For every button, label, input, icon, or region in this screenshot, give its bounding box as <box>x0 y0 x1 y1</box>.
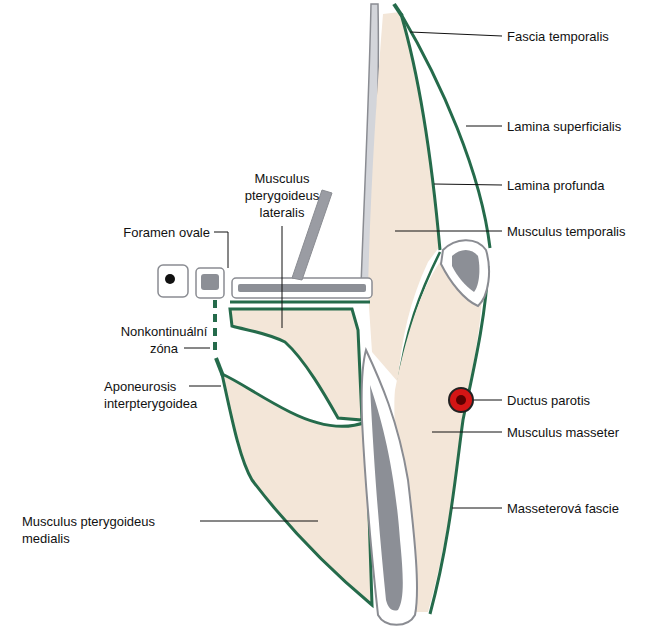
leader-line <box>214 232 228 268</box>
leader-lines <box>184 32 502 521</box>
parotid-duct <box>449 388 473 412</box>
skull-base <box>232 278 372 298</box>
zygomatic-core <box>452 250 479 292</box>
part-label: Musculus pterygoideus medialis <box>22 513 194 547</box>
leader-line <box>474 400 502 401</box>
zygomatic-arch <box>441 240 489 306</box>
skull-base-core <box>238 284 366 292</box>
bone-piece-core <box>201 274 219 290</box>
parotid-duct-lumen <box>456 395 466 405</box>
medial-pterygoid-muscle <box>222 374 372 605</box>
part-label: Aponeurosis interpterygoidea <box>104 378 216 412</box>
leader-line <box>466 126 502 127</box>
foramen-dot <box>165 274 175 284</box>
part-label: Ductus parotis <box>507 392 657 409</box>
part-label: Lamina profunda <box>507 177 657 194</box>
part-label: Foramen ovale <box>100 224 210 241</box>
mandible-core <box>370 385 403 611</box>
leader-line <box>410 32 502 36</box>
bone-piece <box>196 268 224 298</box>
leader-line <box>452 508 502 509</box>
part-label: Musculus pterygoideus lateralis <box>232 170 332 221</box>
part-label: Nonkontinuální zóna <box>112 323 216 357</box>
part-label: Masseterová fascie <box>507 500 657 517</box>
masseter-fascia-line <box>430 266 488 614</box>
pterygoid-plate <box>292 190 332 280</box>
mandible-ramus <box>362 350 417 625</box>
part-label: Fascia temporalis <box>507 28 657 45</box>
part-label: Lamina superficialis <box>507 118 657 135</box>
part-label: Musculus temporalis <box>507 223 657 240</box>
part-label: Musculus masseter <box>507 424 657 441</box>
leader-line <box>432 432 502 433</box>
leader-line <box>395 231 502 232</box>
lamina-superficialis-line <box>401 14 490 248</box>
aponeurosis-dashed <box>213 300 217 354</box>
leader-line <box>200 521 318 522</box>
fascia-line <box>230 301 370 304</box>
leader-line <box>282 226 283 328</box>
leader-line <box>434 184 502 185</box>
leader-line <box>184 348 210 349</box>
bone-piece <box>158 265 188 297</box>
leader-line <box>189 386 221 387</box>
